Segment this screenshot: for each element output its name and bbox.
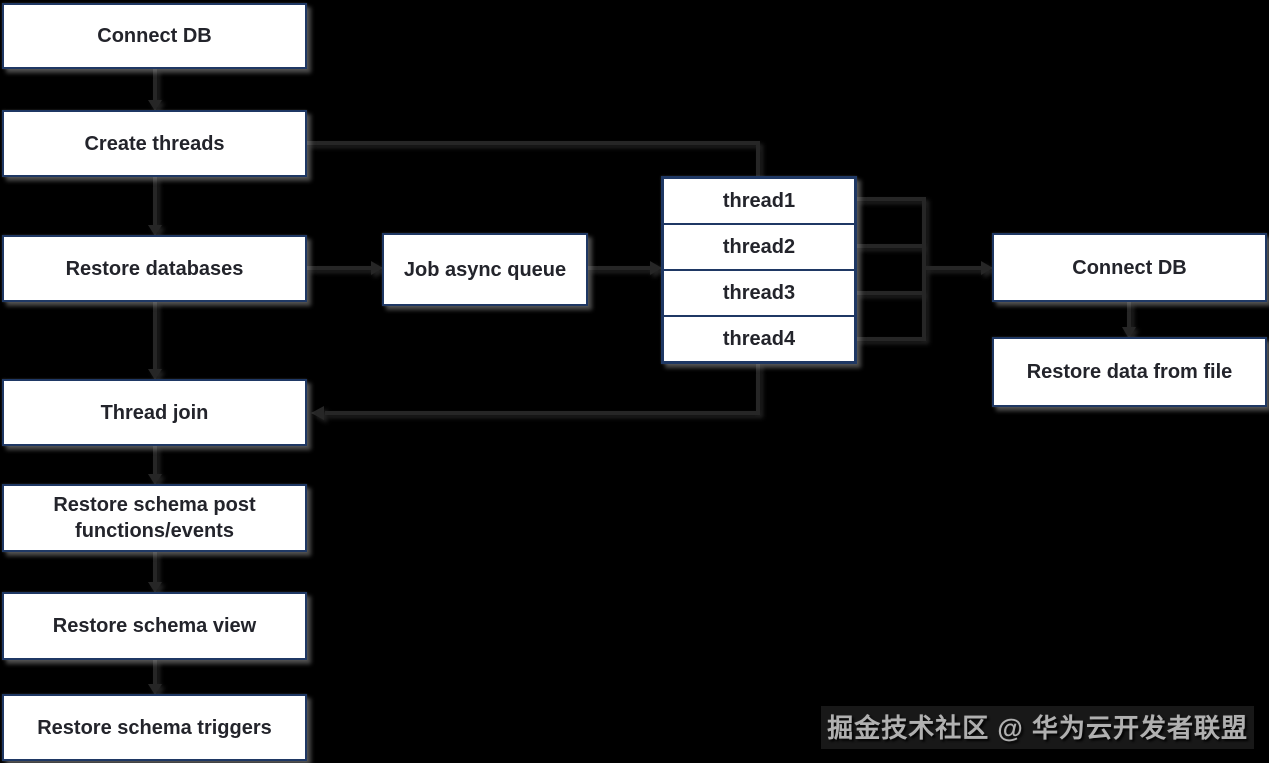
node-restore-schema-post-functions-events: Restore schema post functions/events	[2, 484, 307, 552]
watermark: 掘金技术社区 @ 华为云开发者联盟	[821, 706, 1254, 749]
connector-job-queue-to-thread-pool	[588, 261, 662, 275]
node-thread-join: Thread join	[2, 379, 307, 446]
connector-thread-pool-to-thread-join	[311, 363, 760, 420]
connector-create-threads-to-restore-databases	[148, 177, 162, 236]
connector-thread-pool-to-connect-db	[856, 197, 993, 341]
node-create-threads: Create threads	[2, 110, 307, 177]
thread-row-3: thread3	[664, 269, 854, 315]
connector-thread-join-to-restore-schema-post	[148, 446, 162, 485]
connector-restore-databases-to-job-queue	[307, 261, 383, 275]
node-connect-db-right: Connect DB	[992, 233, 1267, 302]
node-restore-databases: Restore databases	[2, 235, 307, 302]
connector-connect-db-to-create-threads	[148, 69, 162, 111]
connector-connect-db-to-restore-data	[1122, 302, 1136, 339]
connector-create-threads-to-thread-pool	[307, 141, 760, 176]
connector-restore-schema-post-to-schema-view	[148, 552, 162, 593]
thread-row-1: thread1	[722, 189, 796, 212]
thread-pool-table: thread1 thread2 thread3 thread4	[661, 176, 857, 364]
node-restore-data-from-file: Restore data from file	[992, 337, 1267, 407]
node-restore-schema-view: Restore schema view	[2, 592, 307, 660]
connector-restore-databases-to-thread-join	[148, 302, 162, 380]
connector-schema-view-to-schema-triggers	[148, 660, 162, 695]
node-restore-schema-triggers: Restore schema triggers	[2, 694, 307, 761]
node-job-async-queue: Job async queue	[382, 233, 588, 306]
node-connect-db: Connect DB	[2, 3, 307, 69]
thread-row-4: thread4	[664, 315, 854, 361]
thread-row-2: thread2	[664, 223, 854, 269]
